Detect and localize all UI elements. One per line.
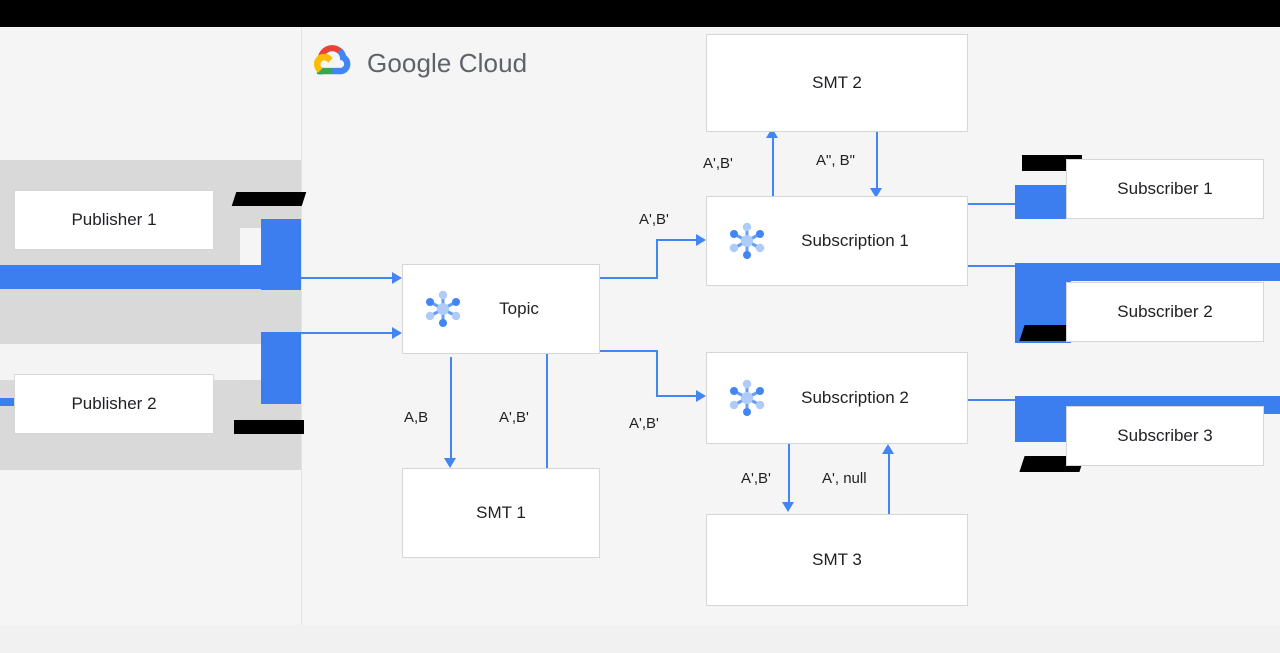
- edge-label-smt2-to-sub1: A", B": [816, 152, 855, 169]
- top-black-bar: [0, 0, 1280, 27]
- edge-sub2-to-smt3: [788, 444, 790, 506]
- google-cloud-logo-icon: [311, 42, 355, 85]
- edge-label-topic-to-sub1: A',B': [639, 211, 669, 228]
- edge-topic-to-sub2-seg3: [656, 395, 698, 397]
- edge-topic-to-sub2-seg1: [600, 350, 658, 352]
- google-cloud-logo: Google Cloud: [311, 42, 527, 85]
- render-artifact-blue-right-5: [1015, 396, 1071, 442]
- edge-topic-to-smt1: [450, 357, 452, 462]
- node-subscriber-3-label: Subscriber 3: [1117, 426, 1213, 445]
- render-artifact-blue-left-1: [0, 265, 262, 289]
- edge-topic-to-sub1-seg3: [656, 239, 698, 241]
- arrow-smt2-to-sub1: [870, 188, 882, 198]
- edge-topic-to-sub1-seg1: [600, 277, 658, 279]
- node-subscriber-2[interactable]: Subscriber 2: [1066, 282, 1264, 342]
- arrow-publisher1-to-topic: [392, 272, 402, 284]
- node-subscription-2[interactable]: Subscription 2: [706, 352, 968, 444]
- google-cloud-wordmark: Google Cloud: [367, 48, 527, 79]
- node-smt-3-label: SMT 3: [812, 550, 862, 569]
- render-artifact-blue-right-2: [1015, 263, 1280, 281]
- node-publisher-2-label: Publisher 2: [71, 394, 157, 413]
- node-smt-2[interactable]: SMT 2: [706, 34, 968, 132]
- bottom-strip: [0, 625, 1280, 653]
- node-smt-1-label: SMT 1: [476, 503, 526, 522]
- edge-smt3-to-sub2: [888, 452, 890, 516]
- node-smt-3[interactable]: SMT 3: [706, 514, 968, 606]
- logo-word-google: Google: [367, 48, 452, 78]
- arrow-smt3-to-sub2: [882, 444, 894, 454]
- node-subscriber-1-label: Subscriber 1: [1117, 179, 1213, 198]
- render-artifact-gray-left-3: [0, 286, 301, 344]
- node-publisher-1[interactable]: Publisher 1: [14, 190, 214, 250]
- node-subscription-1[interactable]: Subscription 1: [706, 196, 968, 286]
- arrow-topic-to-smt1: [444, 458, 456, 468]
- edge-sub1-to-smt2: [772, 138, 774, 200]
- arrow-topic-to-sub2: [696, 390, 706, 402]
- edge-label-sub2-to-smt3: A',B': [741, 470, 771, 487]
- logo-word-cloud: Cloud: [458, 48, 528, 78]
- pubsub-hub-icon: [419, 285, 467, 333]
- arrow-publisher2-to-topic: [392, 327, 402, 339]
- pubsub-hub-icon: [723, 217, 771, 265]
- node-subscriber-3[interactable]: Subscriber 3: [1066, 406, 1264, 466]
- node-publisher-2[interactable]: Publisher 2: [14, 374, 214, 434]
- pubsub-hub-icon: [723, 374, 771, 422]
- node-subscriber-2-label: Subscriber 2: [1117, 302, 1213, 321]
- render-artifact-blue-right-1: [1015, 185, 1071, 219]
- edge-smt1-to-topic: [546, 274, 548, 468]
- edge-topic-to-sub1-seg2: [656, 239, 658, 279]
- node-subscriber-1[interactable]: Subscriber 1: [1066, 159, 1264, 219]
- node-smt-1[interactable]: SMT 1: [402, 468, 600, 558]
- edge-label-smt3-to-sub2: A', null: [822, 470, 867, 487]
- edge-label-sub1-to-smt2: A',B': [703, 155, 733, 172]
- render-artifact-black-left-1: [231, 192, 307, 206]
- arrow-topic-to-sub1: [696, 234, 706, 246]
- edge-publisher2-to-topic: [214, 332, 394, 334]
- edge-topic-to-sub2-seg2: [656, 350, 658, 396]
- edge-label-topic-to-sub2: A',B': [629, 415, 659, 432]
- edge-smt2-to-sub1: [876, 132, 878, 192]
- arrow-sub1-to-smt2: [766, 128, 778, 138]
- render-artifact-blue-left-3: [261, 332, 301, 404]
- edge-publisher1-to-topic: [214, 277, 394, 279]
- render-artifact-black-left-2: [234, 420, 304, 434]
- node-subscription-1-label: Subscription 1: [801, 231, 909, 250]
- arrow-sub2-to-smt3: [782, 502, 794, 512]
- node-topic-label: Topic: [499, 299, 539, 318]
- node-publisher-1-label: Publisher 1: [71, 210, 157, 229]
- render-artifact-blue-left-2: [261, 219, 301, 290]
- edge-label-smt1-to-topic: A',B': [499, 409, 529, 426]
- node-smt-2-label: SMT 2: [812, 73, 862, 92]
- node-topic[interactable]: Topic: [402, 264, 600, 354]
- node-subscription-2-label: Subscription 2: [801, 388, 909, 407]
- edge-label-topic-to-smt1: A,B: [404, 409, 429, 426]
